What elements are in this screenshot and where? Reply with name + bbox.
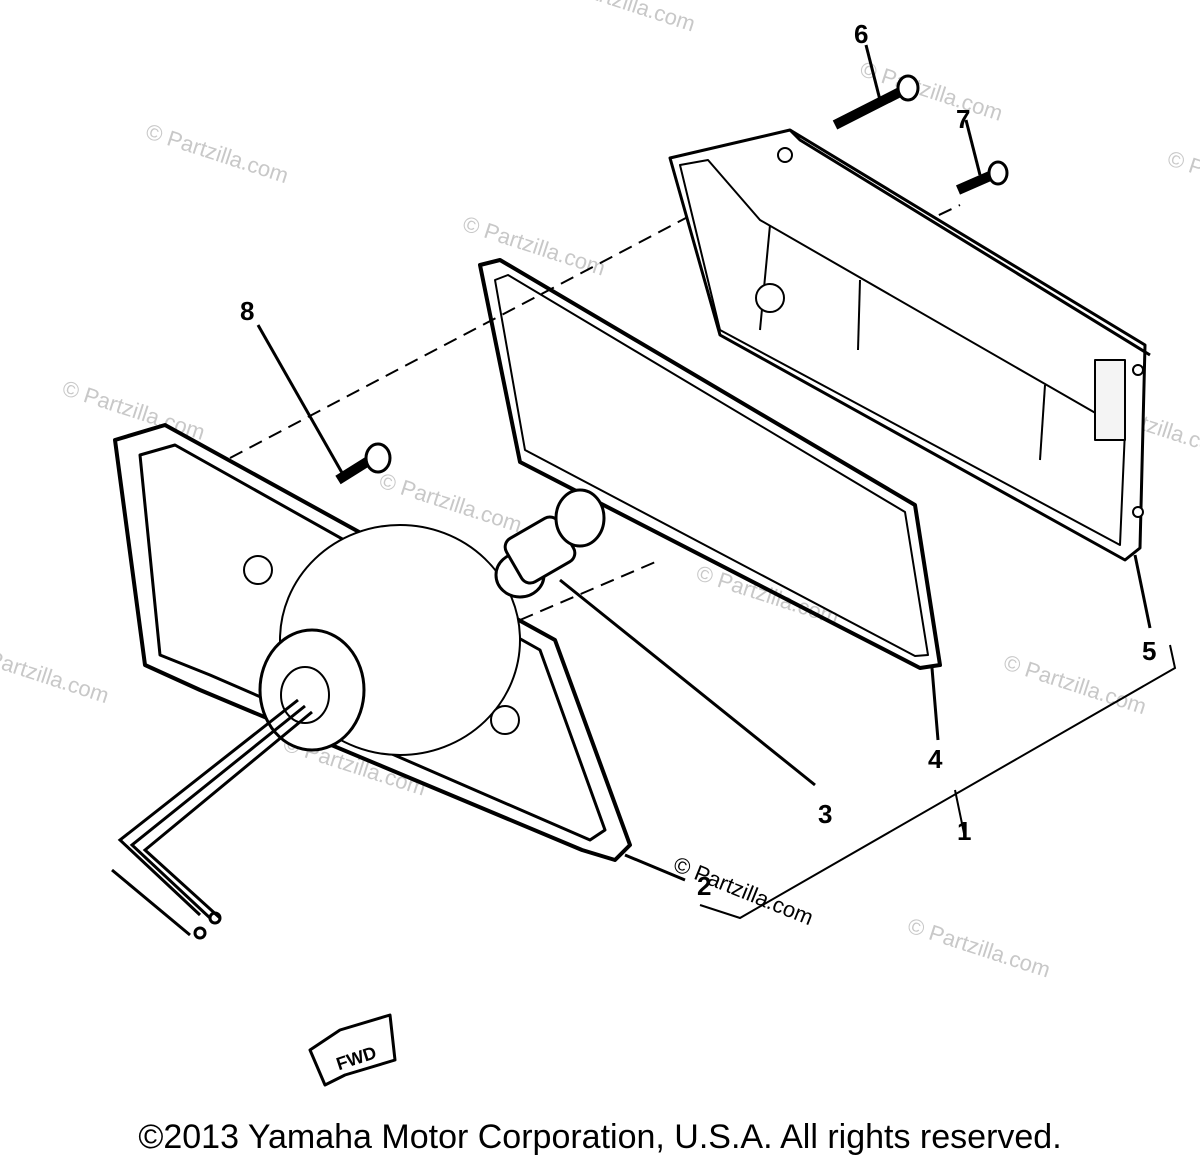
item-1-bracket	[699, 644, 1177, 920]
gasket	[478, 258, 942, 670]
lens	[113, 423, 632, 862]
watermark: © Partzilla.com	[1001, 650, 1150, 720]
wire-harness	[111, 698, 313, 940]
bulb	[494, 488, 606, 599]
callout-5: 5	[1142, 636, 1156, 666]
watermark: © Partzilla.com	[857, 56, 1006, 126]
watermark: © Partzilla.com	[905, 913, 1054, 983]
screw-6	[832, 74, 920, 130]
watermark: © Partzilla.com	[550, 0, 699, 36]
watermark: © Partzilla.com	[693, 560, 842, 630]
callout-2: 2	[697, 871, 711, 901]
lens-housing	[668, 128, 1151, 562]
copyright-notice: ©2013 Yamaha Motor Corporation, U.S.A. A…	[138, 1118, 1062, 1156]
callout-8: 8	[240, 296, 254, 326]
callout-3: 3	[818, 799, 832, 829]
callout-6: 6	[854, 19, 868, 49]
callout-7: 7	[956, 104, 970, 134]
screw-8	[335, 442, 392, 485]
watermark: © Partzilla.com	[0, 639, 112, 709]
fwd-arrow-icon: FWD	[308, 1013, 397, 1087]
partzilla-stamp: © Partzilla.com	[670, 851, 817, 930]
watermark: © Partzilla.com	[143, 119, 292, 189]
leader-lines	[256, 44, 1152, 882]
watermark: © Partzilla.com	[1165, 146, 1200, 216]
callout-4: 4	[928, 744, 943, 774]
callout-1: 1	[957, 816, 971, 846]
screw-7	[955, 160, 1009, 195]
